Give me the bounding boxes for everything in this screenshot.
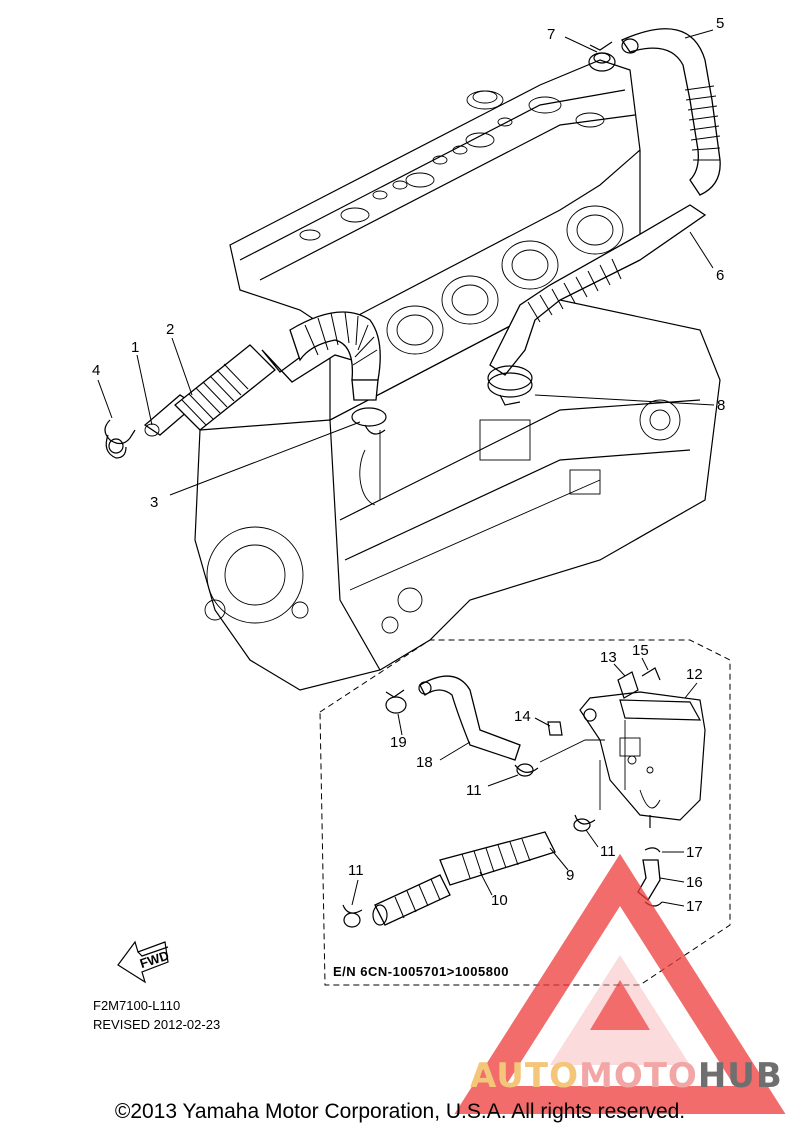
callout-13: 13 [600,649,617,666]
callout-12: 12 [686,666,703,683]
callout-2: 2 [166,321,174,338]
variant-box-outline [319,639,731,986]
clip-parts [104,407,387,459]
watermark-auto: AUTO [470,1056,579,1096]
callout-11a: 11 [466,782,482,799]
breather-hose-right [489,28,721,376]
callout-19: 19 [390,734,407,751]
callout-6: 6 [716,267,724,284]
figure-code: F2M7100-L110 [93,998,180,1013]
hose-clamps [487,41,616,406]
callout-labels: 1 2 3 4 5 6 7 8 9 10 11 11 11 12 13 14 1… [92,15,725,915]
callout-7: 7 [547,26,555,43]
automotohub-logo [454,853,786,1114]
callout-18: 18 [416,754,433,771]
callout-15: 15 [632,642,649,659]
breather-hose-upper-left [143,311,381,437]
engine-number-range: E/N 6CN-1005701>1005800 [333,964,509,979]
watermark-text: AUTOMOTOHUB [470,1056,783,1096]
watermark-moto: MOTO [578,1056,698,1096]
callout-17b: 17 [686,898,703,915]
callout-9: 9 [566,867,574,884]
revised-date: REVISED 2012-02-23 [93,1017,220,1032]
callout-8: 8 [717,397,725,414]
callout-10: 10 [491,892,508,909]
fwd-arrow-icon: FWD [117,940,171,984]
engine-block [194,59,721,691]
watermark-hub: HUB [697,1056,783,1096]
copyright-notice: ©2013 Yamaha Motor Corporation, U.S.A. A… [114,1100,686,1123]
callout-14: 14 [514,708,531,725]
callout-1: 1 [131,339,139,356]
leader-lines [97,29,715,907]
callout-5: 5 [716,15,724,32]
callout-3: 3 [150,494,158,511]
callout-16: 16 [686,874,703,891]
oil-separator-assembly [342,667,706,928]
callout-11b: 11 [600,843,616,860]
callout-17a: 17 [686,844,703,861]
callout-4: 4 [92,362,100,379]
callout-11c: 11 [348,862,364,879]
